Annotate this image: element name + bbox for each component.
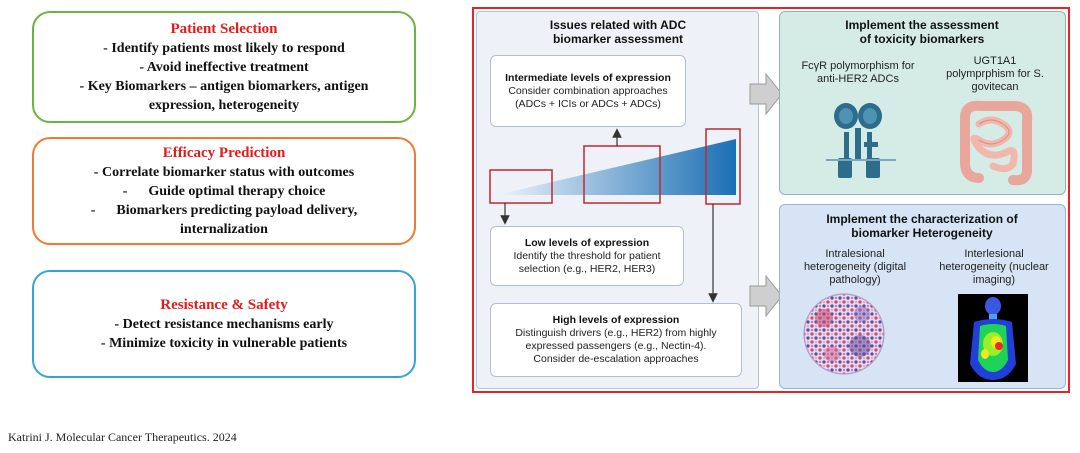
interlesional-label: Interlesional heterogeneity (nuclear ima… xyxy=(939,248,1049,286)
high-level-highlight xyxy=(705,128,741,205)
low-expression-title: Low levels of expression xyxy=(524,236,650,249)
expression-wedge-graphic xyxy=(489,128,741,303)
patient-selection-line: - Avoid ineffective treatment xyxy=(139,59,309,75)
intralesional-label: Intralesional heterogeneity (digital pat… xyxy=(803,248,907,286)
issues-panel-title: Issues related with ADC biomarker assess… xyxy=(549,18,687,46)
resistance-safety-line: - Detect resistance mechanisms early xyxy=(114,316,334,332)
patient-selection-line: - Key Biomarkers – antigen biomarkers, a… xyxy=(79,78,369,94)
efficacy-prediction-title: Efficacy Prediction xyxy=(162,144,286,161)
patient-selection-title: Patient Selection xyxy=(170,20,278,37)
intestine-icon xyxy=(960,100,1033,186)
efficacy-prediction-line: - Guide optimal therapy choice xyxy=(122,183,326,199)
intermediate-level-highlight xyxy=(583,145,661,204)
high-expression-line: Distinguish drivers (e.g., HER2) from hi… xyxy=(515,327,717,339)
low-expression-box: Low levels of expression Identify the th… xyxy=(490,226,684,286)
high-expression-line: Consider de-escalation approaches xyxy=(533,353,699,365)
digital-pathology-icon xyxy=(803,293,885,375)
resistance-safety-box: Resistance & Safety - Detect resistance … xyxy=(32,270,416,378)
arrow-to-toxicity-panel xyxy=(749,72,783,116)
low-expression-line: selection (e.g., HER2, HER3) xyxy=(518,262,656,275)
high-expression-title: High levels of expression xyxy=(552,314,680,326)
intermediate-expression-line: (ADCs + ICIs or ADCs + ADCs) xyxy=(515,97,661,110)
high-expression-box: High levels of expression Distinguish dr… xyxy=(490,303,742,377)
patient-selection-line: - Identify patients most likely to respo… xyxy=(103,40,345,56)
citation: Katrini J. Molecular Cancer Therapeutics… xyxy=(8,430,237,444)
intermediate-expression-box: Intermediate levels of expression Consid… xyxy=(490,55,686,127)
intermediate-expression-title: Intermediate levels of expression xyxy=(505,71,671,84)
low-level-highlight xyxy=(489,169,553,204)
patient-selection-box: Patient Selection - Identify patients mo… xyxy=(32,11,416,123)
ugt1a1-polymorphism-label: UGT1A1 polymprphism for S. govitecan xyxy=(946,55,1044,93)
fc-receptor-icon xyxy=(826,103,896,178)
heterogeneity-panel-title: Implement the characterization of biomar… xyxy=(826,212,1018,240)
efficacy-prediction-box: Efficacy Prediction - Correlate biomarke… xyxy=(32,137,416,245)
efficacy-prediction-line: internalization xyxy=(180,221,268,237)
toxicity-panel-title: Implement the assessment of toxicity bio… xyxy=(845,18,999,46)
nuclear-imaging-icon xyxy=(958,294,1028,382)
efficacy-prediction-line: - Correlate biomarker status with outcom… xyxy=(93,164,355,180)
expression-gradient-wedge xyxy=(496,139,736,195)
resistance-safety-title: Resistance & Safety xyxy=(160,296,288,313)
high-expression-line: expressed passengers (e.g., Nectin-4). xyxy=(525,340,707,352)
low-expression-line: Identify the threshold for patient xyxy=(513,249,661,262)
arrow-to-heterogeneity-panel xyxy=(749,274,783,318)
intermediate-expression-line: Consider combination approaches xyxy=(508,84,668,97)
efficacy-prediction-line: - Biomarkers predicting payload delivery… xyxy=(90,202,358,218)
fcgr-polymorphism-label: FcγR polymorphism for anti-HER2 ADCs xyxy=(801,60,915,85)
patient-selection-line: expression, heterogeneity xyxy=(148,97,300,113)
resistance-safety-line: - Minimize toxicity in vulnerable patien… xyxy=(100,335,348,351)
